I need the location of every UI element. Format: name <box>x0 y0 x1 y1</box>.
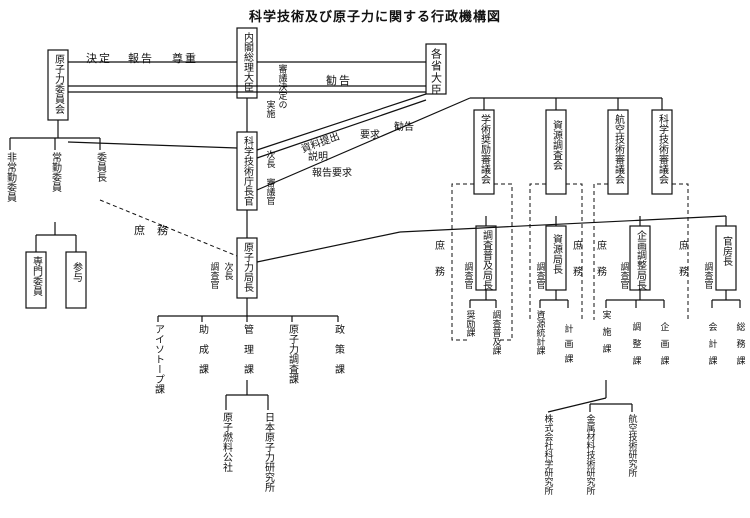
hijochu-label: 非常勤委員 <box>4 152 16 202</box>
kokugiken-label: 航空技術研究所 <box>626 414 637 477</box>
fukyu-label: 調査普及局長 <box>480 230 492 290</box>
kikaku-label: 企画調整局長 <box>634 230 646 290</box>
shomu1-label: 庶務 <box>432 240 444 292</box>
shigen-label: 資源調査会 <box>550 120 562 170</box>
chosakan1-label: 調査官 <box>462 262 473 289</box>
kinzoku-label: 金属材料技術研究所 <box>584 414 595 495</box>
kanbo-label: 官房長 <box>720 236 732 266</box>
hokokuyokyu-label: 報告要求 <box>312 168 352 179</box>
chosei-label: 調整課 <box>630 322 641 373</box>
nenryo-label: 原子燃料公社 <box>220 412 232 472</box>
tokei-label: 資源統計課 <box>534 310 545 355</box>
kakkaku-label: 各省大臣 <box>429 48 443 96</box>
shomu3-label: 庶務 <box>594 240 606 292</box>
seisaku-label: 政策課 <box>332 324 344 384</box>
jochu-label: 常勤委員 <box>49 152 61 192</box>
setsumei-label: 説明 <box>308 152 328 163</box>
hokoku-label: 報告 <box>128 52 154 65</box>
shomu2-label: 庶務 <box>570 240 582 292</box>
jimu-label: 庶務 <box>134 224 180 237</box>
kikakuka-label: 企画課 <box>658 322 669 373</box>
chokan-label: 科学技術庁長官 <box>241 136 253 206</box>
josei-label: 助成課 <box>196 324 208 384</box>
senmon-label: 専門委員 <box>30 256 42 296</box>
chosakan2-label: 調査官 <box>534 262 545 289</box>
chosakan-label: 調査官 <box>208 262 219 289</box>
kettei-label: 決定 <box>86 52 112 65</box>
kyokucho-label: 原子力局長 <box>241 242 253 292</box>
shomu4-label: 庶務 <box>676 240 688 292</box>
isotope-label: アイソトープ課 <box>152 324 164 394</box>
shoreika-label: 奨励課 <box>464 310 475 337</box>
somu-label: 総務課 <box>734 322 745 373</box>
jissi-label: 実施 <box>264 100 275 118</box>
kenkyusho-label: 日本原子力研究所 <box>262 412 274 492</box>
jisshi-label: 実施課 <box>600 310 611 361</box>
koku-label: 航空技術審議会 <box>612 114 624 184</box>
box-kakkaku <box>425 43 447 95</box>
gakujutsu-label: 学術奨励審議会 <box>478 114 490 184</box>
shigenkyoku-label: 資源局長 <box>550 234 562 274</box>
iincho-label: 委員長 <box>94 152 106 182</box>
diagram-title: 科学技術及び原子力に関する行政機構図 <box>248 10 501 25</box>
iinkai-label: 原子力委員会 <box>52 54 64 114</box>
chosakan4-label: 調査官 <box>702 262 713 289</box>
sanyo-label: 参与 <box>70 262 82 282</box>
kankoku2-label: 勧告 <box>394 122 414 133</box>
jicho2-label: 次長 <box>222 262 233 280</box>
fukyuka-label: 調査普及課 <box>490 310 501 355</box>
shingi-label: 審議決定の <box>276 64 287 109</box>
chosakan3-label: 調査官 <box>618 262 629 289</box>
naikaku-label: 内閣総理大臣 <box>241 32 253 92</box>
chosa-label: 原子力調査課 <box>286 324 298 384</box>
kagakushingi-label: 科学技術審議会 <box>656 114 668 184</box>
riken-label: 株式会社科学研究所 <box>542 414 553 495</box>
kanri-label: 管理課 <box>241 324 253 384</box>
tsukoku-label: 勧告 <box>326 74 352 87</box>
ryoun-label: 尊重 <box>172 52 198 65</box>
yokyu-label: 要求 <box>360 130 380 141</box>
keikaku-label: 計画課 <box>562 324 573 369</box>
jicho-shingikan-label: 次長 審議官 <box>264 150 275 205</box>
kaikei-label: 会計課 <box>706 322 717 373</box>
